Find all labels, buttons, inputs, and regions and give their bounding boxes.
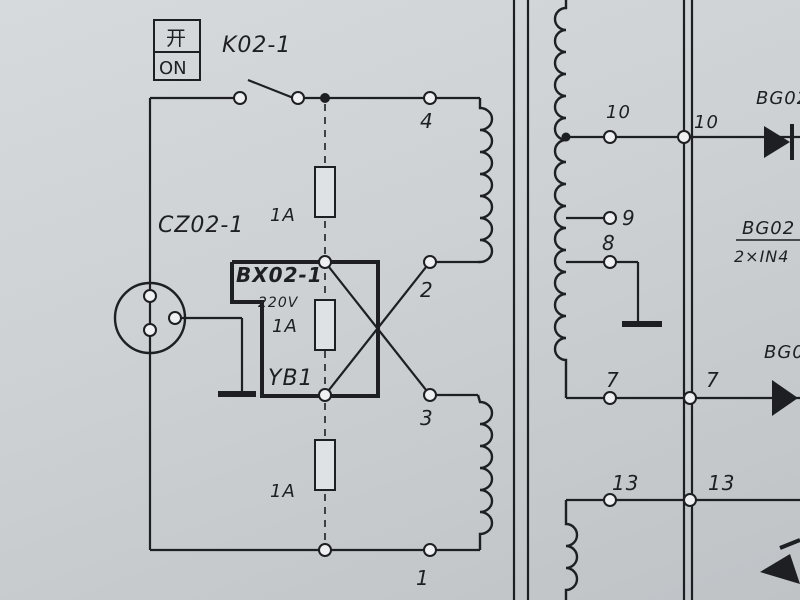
fuse-rating-top: 1A (270, 205, 296, 226)
diode-bottom (760, 538, 800, 584)
fuse-middle (314, 299, 336, 351)
power-socket[interactable] (113, 281, 187, 355)
fuse-bottom (314, 439, 336, 491)
diode-top (764, 124, 794, 160)
switch-char: 开 (166, 26, 186, 50)
fuse-top (314, 166, 336, 218)
transformer-name: YB1 (268, 366, 314, 391)
switch-indicator-box: 开 ON (153, 19, 201, 81)
terminal-label-9: 9 (622, 206, 636, 230)
diode-part-number: 2×IN4 (734, 247, 789, 266)
secondary-coil-lower (564, 500, 579, 600)
diode-label-middle: BG0 (764, 342, 800, 363)
primary-terminals (423, 91, 437, 557)
switch-on-label: ON (159, 58, 187, 79)
primary-coil-lower (476, 394, 494, 550)
secondary-coil-upper (553, 0, 568, 398)
terminal-label-13b: 13 (708, 471, 735, 495)
terminal-label-13a: 13 (612, 471, 639, 495)
diode-label-pair: BG02 (742, 218, 795, 239)
terminal-label-10a: 10 (606, 102, 631, 123)
transformer-core (512, 0, 530, 600)
secondary-terminals (603, 130, 697, 507)
diode-middle (772, 380, 798, 416)
power-switch[interactable] (233, 78, 330, 105)
switch-name: K02-1 (222, 33, 291, 58)
terminal-label-2: 2 (420, 278, 434, 302)
terminal-label-8: 8 (602, 231, 616, 255)
fuse-junctions (318, 255, 332, 557)
primary-coil-upper (478, 98, 494, 264)
fuse-block-outline (230, 260, 380, 398)
fuse-rating-middle: 1A (272, 316, 298, 337)
diode-label-top: BG02 (756, 88, 800, 109)
terminal-label-3: 3 (420, 406, 434, 430)
fuse-block-name: BX02-1 (236, 263, 323, 287)
terminal-label-1: 1 (416, 566, 430, 590)
terminal-label-4: 4 (420, 109, 434, 133)
terminal-label-10b: 10 (694, 112, 719, 133)
socket-name: CZ02-1 (158, 213, 244, 238)
fuse-rating-bottom: 1A (270, 481, 296, 502)
terminal-label-7b: 7 (706, 368, 720, 392)
voltage-label: 220V (258, 295, 299, 311)
terminal-label-7a: 7 (606, 368, 620, 392)
